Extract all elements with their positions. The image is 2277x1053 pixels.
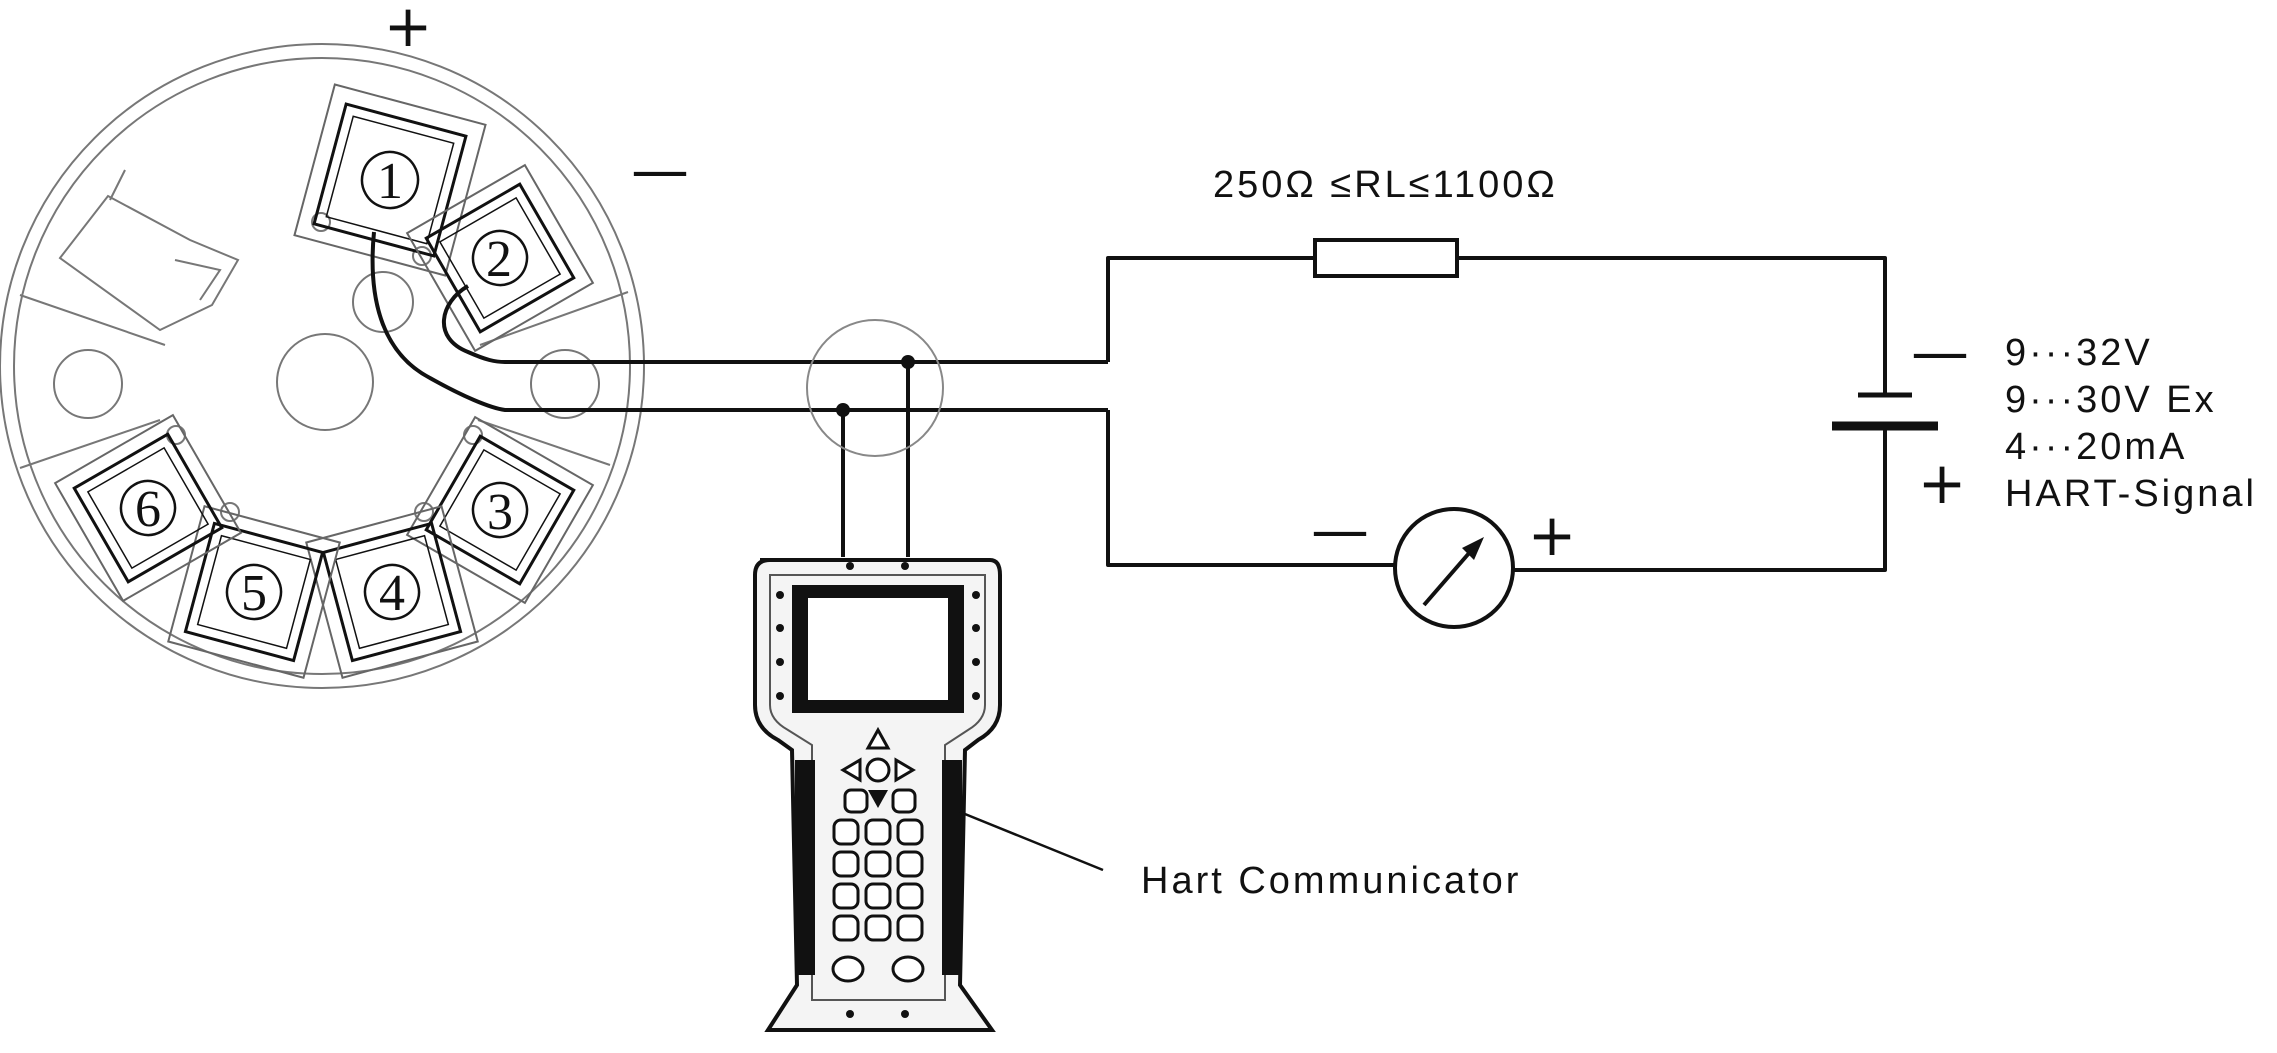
hart-signal-label: HART-Signal (2005, 473, 2257, 515)
junction-dot-upper (901, 355, 915, 369)
resistor-label: 250Ω ≤RL≤1100Ω (1213, 164, 1558, 206)
meter-plus-sign: + (1528, 501, 1577, 569)
terminal-block-2 (405, 163, 595, 353)
ammeter-symbol (1393, 507, 1515, 629)
keypad-key (896, 850, 924, 878)
communicator-leader-line (959, 810, 1104, 872)
transmitter-minus-sign: — (631, 136, 689, 204)
supply-ex-voltage-label: 9···30V Ex (2005, 379, 2217, 421)
keypad-key (864, 882, 892, 910)
transmitter-head (0, 43, 645, 689)
load-resistor (1313, 238, 1459, 278)
keypad-key (832, 914, 860, 942)
terminal-block-5 (167, 505, 341, 679)
terminal-label-6: 6 (135, 481, 161, 538)
hart-communicator-device (753, 558, 1002, 1032)
terminal-label-1: 1 (377, 153, 403, 210)
terminal-block-4 (305, 505, 479, 679)
terminal-block-6 (53, 413, 243, 603)
supply-voltage-label: 9···32V (2005, 332, 2153, 374)
power-supply-plus-sign: + (1918, 449, 1967, 517)
communicator-bottom-keys (831, 955, 925, 983)
terminal-label-2: 2 (486, 231, 512, 288)
keypad-key (864, 850, 892, 878)
keypad-key (864, 914, 892, 942)
communicator-label: Hart Communicator (1141, 860, 1521, 902)
communicator-keypad (832, 818, 924, 942)
keypad-key (896, 882, 924, 910)
transmitter-plus-sign: + (384, 0, 433, 60)
cable-gland-circle (806, 319, 944, 457)
keypad-key (896, 914, 924, 942)
keypad-key (864, 818, 892, 846)
terminal-block-3 (405, 415, 595, 605)
junction-dot-lower (836, 403, 850, 417)
terminal-label-5: 5 (241, 565, 267, 622)
keypad-key (832, 818, 860, 846)
current-range-label: 4···20mA (2005, 426, 2187, 468)
circuit-wires (370, 231, 1887, 572)
terminal-label-4: 4 (379, 565, 405, 622)
terminal-label-3: 3 (487, 484, 513, 541)
power-supply-symbol (1832, 392, 1938, 431)
keypad-key (896, 818, 924, 846)
keypad-key (832, 882, 860, 910)
power-supply-minus-sign: — (1911, 318, 1969, 386)
keypad-key (832, 850, 860, 878)
meter-minus-sign: — (1311, 496, 1369, 564)
